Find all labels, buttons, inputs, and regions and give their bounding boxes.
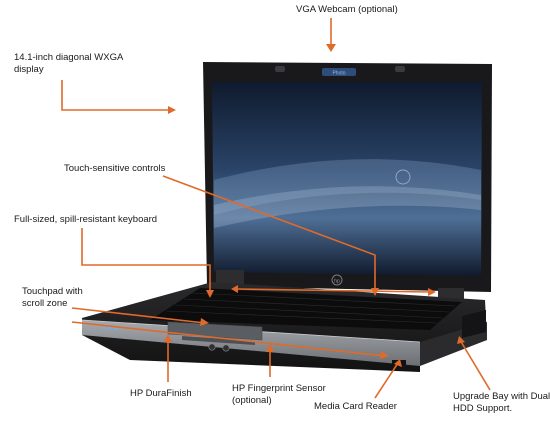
- callout-text: HP Fingerprint Sensor: [232, 383, 326, 394]
- arrowhead-upgrade: [457, 336, 465, 344]
- callout-text: (optional): [232, 394, 272, 406]
- hp-logo-text: hp: [334, 279, 340, 285]
- callout-text: HP DuraFinish: [130, 388, 192, 399]
- callout-label-webcam: VGA Webcam (optional): [296, 4, 398, 16]
- bezel-hp-logo: [331, 274, 343, 286]
- right-hinge: [438, 288, 464, 300]
- callout-label-upgrade-bay: Upgrade Bay with Dual HDD Support.: [453, 391, 550, 414]
- arrowhead-keyboard: [206, 290, 214, 298]
- callout-line-upgrade: [459, 339, 491, 391]
- callout-line-touch-strip: [235, 288, 431, 293]
- callout-text: Upgrade Bay with Dual: [453, 391, 550, 402]
- callout-label-display: 14.1-inch diagonal WXGA display: [14, 52, 123, 75]
- callout-label-touchpad: Touchpad with scroll zone: [22, 286, 83, 309]
- arrowhead-fingerprint: [266, 344, 274, 352]
- screen-hp-logo: [395, 169, 411, 185]
- laptop-lid: hp Photo: [203, 62, 492, 300]
- arrowhead-display: [168, 106, 176, 114]
- callout-text: VGA Webcam (optional): [296, 4, 398, 15]
- callout-text: Full-sized, spill-resistant keyboard: [14, 214, 158, 225]
- keyboard: [150, 288, 462, 330]
- display-screen: [212, 82, 482, 276]
- arrowhead-touchpad: [200, 318, 209, 326]
- arrowhead-webcam: [326, 44, 336, 52]
- callout-text: Media Card Reader: [314, 401, 397, 412]
- upgrade-bay: [462, 310, 486, 338]
- callout-lines: [61, 18, 491, 399]
- laptop-base: [81, 282, 487, 372]
- callout-text: Touch-sensitive controls: [64, 163, 166, 174]
- callout-line-touchpad: [71, 307, 206, 324]
- callout-text: scroll zone: [22, 297, 68, 309]
- callout-text: 14.1-inch diagonal WXGA: [14, 52, 124, 63]
- callout-label-durafinish: HP DuraFinish: [130, 388, 192, 400]
- bezel-badge-text: Photo: [332, 71, 345, 77]
- fingerprint-sensor: [208, 343, 216, 351]
- arrowhead-touch: [371, 288, 379, 296]
- left-hinge: [216, 270, 244, 284]
- callout-text: display: [14, 63, 44, 75]
- arrowhead-touch-left: [231, 285, 238, 293]
- callout-line-palmrest: [71, 321, 386, 357]
- arrowhead-media: [394, 359, 402, 367]
- callout-label-fingerprint: HP Fingerprint Sensor (optional): [232, 383, 326, 406]
- bezel-badge: [322, 68, 356, 76]
- callout-label-keyboard: Full-sized, spill-resistant keyboard: [14, 214, 157, 226]
- callout-line-touch: [162, 175, 376, 293]
- arrowhead-palmrest: [380, 351, 389, 359]
- arrowhead-touch-right: [428, 288, 436, 296]
- arrowhead-durafinish: [164, 334, 172, 342]
- callout-line-keyboard: [81, 228, 211, 294]
- callout-text: Touchpad with: [22, 286, 83, 297]
- callout-line-media: [374, 362, 399, 399]
- callout-label-media-card: Media Card Reader: [314, 401, 397, 413]
- callout-arrowheads: [164, 44, 465, 367]
- callout-line-display: [61, 80, 170, 111]
- callout-text: HDD Support.: [453, 402, 513, 414]
- callout-label-touch-controls: Touch-sensitive controls: [64, 163, 165, 175]
